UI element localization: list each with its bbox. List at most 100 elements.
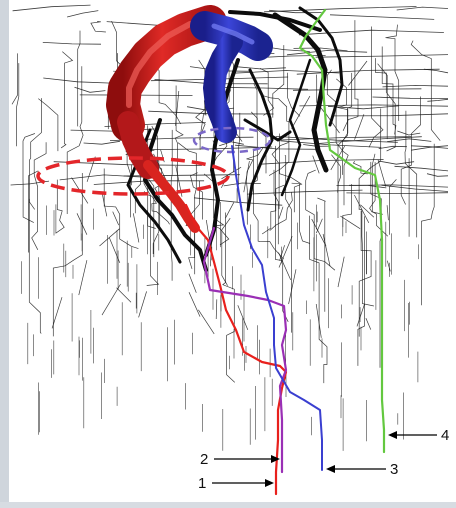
mesh-segment	[381, 184, 449, 192]
path-1-red	[184, 203, 288, 496]
mesh-segment	[346, 192, 449, 195]
mesh-segment	[309, 215, 328, 384]
mesh-segment	[170, 129, 173, 281]
path-3-blue	[231, 145, 323, 471]
mesh-segment	[101, 283, 121, 316]
blue-vein	[190, 11, 273, 143]
mesh-segment	[397, 130, 421, 136]
mesh-segment	[77, 30, 81, 127]
mesh-segment	[93, 180, 205, 185]
label-4: 4	[441, 427, 449, 444]
mesh-segment	[299, 104, 449, 107]
mesh-segment	[132, 213, 140, 243]
mesh-segment	[427, 98, 449, 102]
mesh-segment	[315, 54, 449, 58]
mesh-segment	[375, 58, 396, 152]
mesh-segment	[28, 170, 39, 253]
mesh-segment	[261, 94, 290, 176]
mesh-segment	[377, 159, 387, 187]
mesh-segment	[150, 146, 273, 150]
mesh-segment	[246, 147, 264, 225]
mesh-segment	[16, 63, 20, 147]
mesh-segment	[342, 20, 359, 131]
mesh-segment	[253, 83, 267, 174]
mesh-segment	[296, 68, 440, 75]
mesh-segment	[336, 78, 349, 175]
mesh-segment	[237, 305, 249, 331]
mesh-segment	[369, 162, 383, 215]
mesh-segment	[357, 216, 365, 366]
arrow-2-head	[271, 455, 280, 463]
path-4-green	[298, 8, 386, 454]
mesh-segment	[188, 292, 201, 317]
bundle-top-right	[228, 10, 322, 32]
bundle-mid-branch	[243, 118, 292, 142]
mesh-segment	[368, 26, 384, 148]
mesh-segment	[278, 206, 284, 219]
mesh-segment	[381, 46, 397, 135]
mesh-segment	[284, 155, 292, 333]
mesh-segment	[336, 184, 449, 188]
mesh-segment	[365, 318, 372, 330]
mesh-segment	[318, 136, 422, 144]
mesh-segment	[291, 182, 311, 244]
mesh-segment	[312, 155, 320, 174]
mesh-segment	[288, 269, 297, 305]
mesh-segment	[322, 233, 331, 267]
mesh-segment	[29, 98, 42, 210]
mesh-segment	[67, 10, 99, 18]
red-artery	[106, 5, 227, 233]
mesh-segment	[372, 96, 449, 99]
mesh-segment	[404, 110, 418, 238]
mesh-segment	[55, 179, 65, 234]
mesh-segment	[396, 6, 449, 11]
bundle-center-right	[246, 68, 274, 212]
mesh-segment	[198, 309, 215, 335]
label-1: 1	[198, 475, 206, 492]
mesh-segment	[358, 108, 382, 210]
mesh-segment	[116, 287, 132, 303]
mesh-segment	[360, 204, 375, 218]
mesh-segment	[235, 144, 318, 150]
mesh-segment	[337, 256, 345, 288]
highlighted-paths	[184, 8, 386, 496]
mesh-segment	[51, 297, 63, 329]
mesh-segment	[271, 142, 289, 210]
mesh-segment	[278, 252, 292, 281]
mesh-segment	[218, 86, 309, 90]
mesh-segment	[315, 303, 322, 338]
mesh-segment	[225, 202, 235, 219]
mesh-segment	[269, 191, 293, 231]
annotation-arrows	[212, 431, 437, 487]
mesh-segment	[292, 88, 422, 91]
mesh-segment	[66, 66, 84, 214]
mesh-segment	[371, 153, 389, 237]
mesh-segment	[188, 273, 197, 293]
mesh-segment	[219, 141, 244, 147]
mesh-segment	[199, 113, 205, 141]
mesh-segment	[370, 161, 382, 368]
mesh-segment	[90, 21, 106, 33]
mesh-segment	[287, 72, 301, 117]
mesh-segment	[101, 192, 108, 217]
mesh-segment	[280, 140, 382, 148]
mesh-segment	[421, 143, 435, 306]
mesh-segment	[278, 236, 293, 268]
arrow-1-head	[265, 479, 274, 487]
mesh-segment	[358, 210, 372, 337]
mesh-segment	[330, 145, 346, 171]
mesh-segment	[394, 165, 449, 172]
frame-left-edge	[0, 0, 9, 508]
mesh-segment	[11, 53, 18, 105]
mesh-segment	[60, 51, 74, 149]
mesh-segment	[221, 166, 242, 180]
mesh-segment	[385, 24, 400, 121]
arrow-3-head	[326, 465, 335, 473]
mesh-segment	[411, 145, 449, 151]
mesh-segment	[99, 228, 120, 247]
mesh-segment	[389, 179, 397, 235]
mesh-segment	[253, 149, 285, 260]
mesh-segment	[193, 197, 283, 206]
